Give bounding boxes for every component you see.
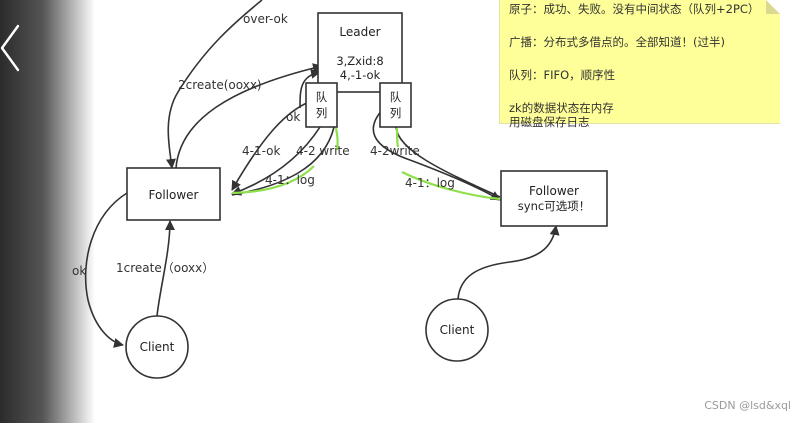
client-left-node bbox=[125, 315, 189, 379]
edge-follower-to-client-ok bbox=[84, 192, 128, 348]
client-left-title: Client bbox=[140, 340, 175, 354]
leader-ok-status: 4,-1-ok bbox=[340, 68, 381, 82]
viewer-backdrop bbox=[0, 0, 95, 423]
note-fold-corner bbox=[766, 0, 780, 14]
edge-leader-to-queue-left bbox=[299, 68, 321, 109]
queue-left-char1: 队 bbox=[316, 90, 328, 104]
leader-zxid: 3,Zxid:8 bbox=[336, 54, 383, 68]
note-line-atomic: 原子：成功、失败。没有中间状态（队列+2PC） bbox=[509, 2, 760, 16]
edge-queue-to-follower-2 bbox=[231, 126, 321, 196]
follower-left-title: Follower bbox=[149, 188, 199, 202]
queue-right-char1: 队 bbox=[390, 90, 402, 104]
label-4-2-write-left: 4-2 write bbox=[296, 144, 350, 158]
follower-right-node bbox=[500, 170, 608, 227]
queue-left-node bbox=[305, 82, 338, 128]
note-line-disk: 用磁盘保存日志 bbox=[509, 115, 590, 129]
label-over-ok: over-ok bbox=[243, 12, 288, 26]
highlight-log-right bbox=[401, 171, 501, 201]
prev-image-button[interactable] bbox=[0, 22, 30, 74]
edge-create-ooxx bbox=[175, 63, 323, 169]
client-right-title: Client bbox=[440, 323, 475, 337]
edge-client-to-follower-right bbox=[457, 225, 560, 300]
label-1create: 1create（ooxx） bbox=[116, 261, 214, 275]
queue-right-node bbox=[379, 82, 412, 128]
queue-right-char2: 列 bbox=[390, 106, 402, 120]
note-line-memory: zk的数据状态在内存 bbox=[509, 101, 614, 115]
leader-title: Leader bbox=[339, 25, 380, 39]
client-right-node bbox=[425, 298, 489, 362]
label-create-ooxx: 2create(ooxx) bbox=[178, 78, 262, 92]
label-4-1-log-left: 4-1：log bbox=[265, 173, 315, 187]
note-line-broadcast: 广播：分布式多借点的。全部知道！(过半) bbox=[509, 35, 725, 49]
note-line-queue: 队列：FIFO，顺序性 bbox=[509, 68, 616, 82]
queue-left-char2: 列 bbox=[316, 106, 328, 120]
follower-right-title: Follower bbox=[529, 184, 579, 198]
edge-queue-to-follower-1 bbox=[231, 101, 310, 191]
label-4-1-log-right: 4-1：log bbox=[405, 176, 455, 190]
label-ok: ok bbox=[286, 110, 300, 124]
label-ok-client: ok bbox=[72, 264, 86, 278]
follower-left-node bbox=[126, 167, 221, 221]
label-4-1-ok: 4-1-ok bbox=[242, 144, 280, 158]
label-4-2-write-right: 4-2write bbox=[370, 144, 420, 158]
edge-client-to-follower-create bbox=[156, 220, 175, 317]
edge-over-ok bbox=[166, 0, 263, 169]
edge-queue-to-follower-right bbox=[372, 107, 501, 201]
follower-right-sync: sync可选项！ bbox=[518, 199, 590, 213]
watermark: CSDN @lsd&xql bbox=[704, 399, 791, 412]
leader-node bbox=[317, 12, 403, 93]
sticky-note: 原子：成功、失败。没有中间状态（队列+2PC） 广播：分布式多借点的。全部知道！… bbox=[499, 0, 780, 129]
highlight-queue-left bbox=[334, 127, 339, 151]
edge-queue-to-follower-right-2 bbox=[395, 126, 501, 198]
highlight-log-left bbox=[231, 165, 315, 195]
highlight-queue-right bbox=[395, 127, 400, 148]
chevron-left-icon bbox=[0, 24, 20, 72]
